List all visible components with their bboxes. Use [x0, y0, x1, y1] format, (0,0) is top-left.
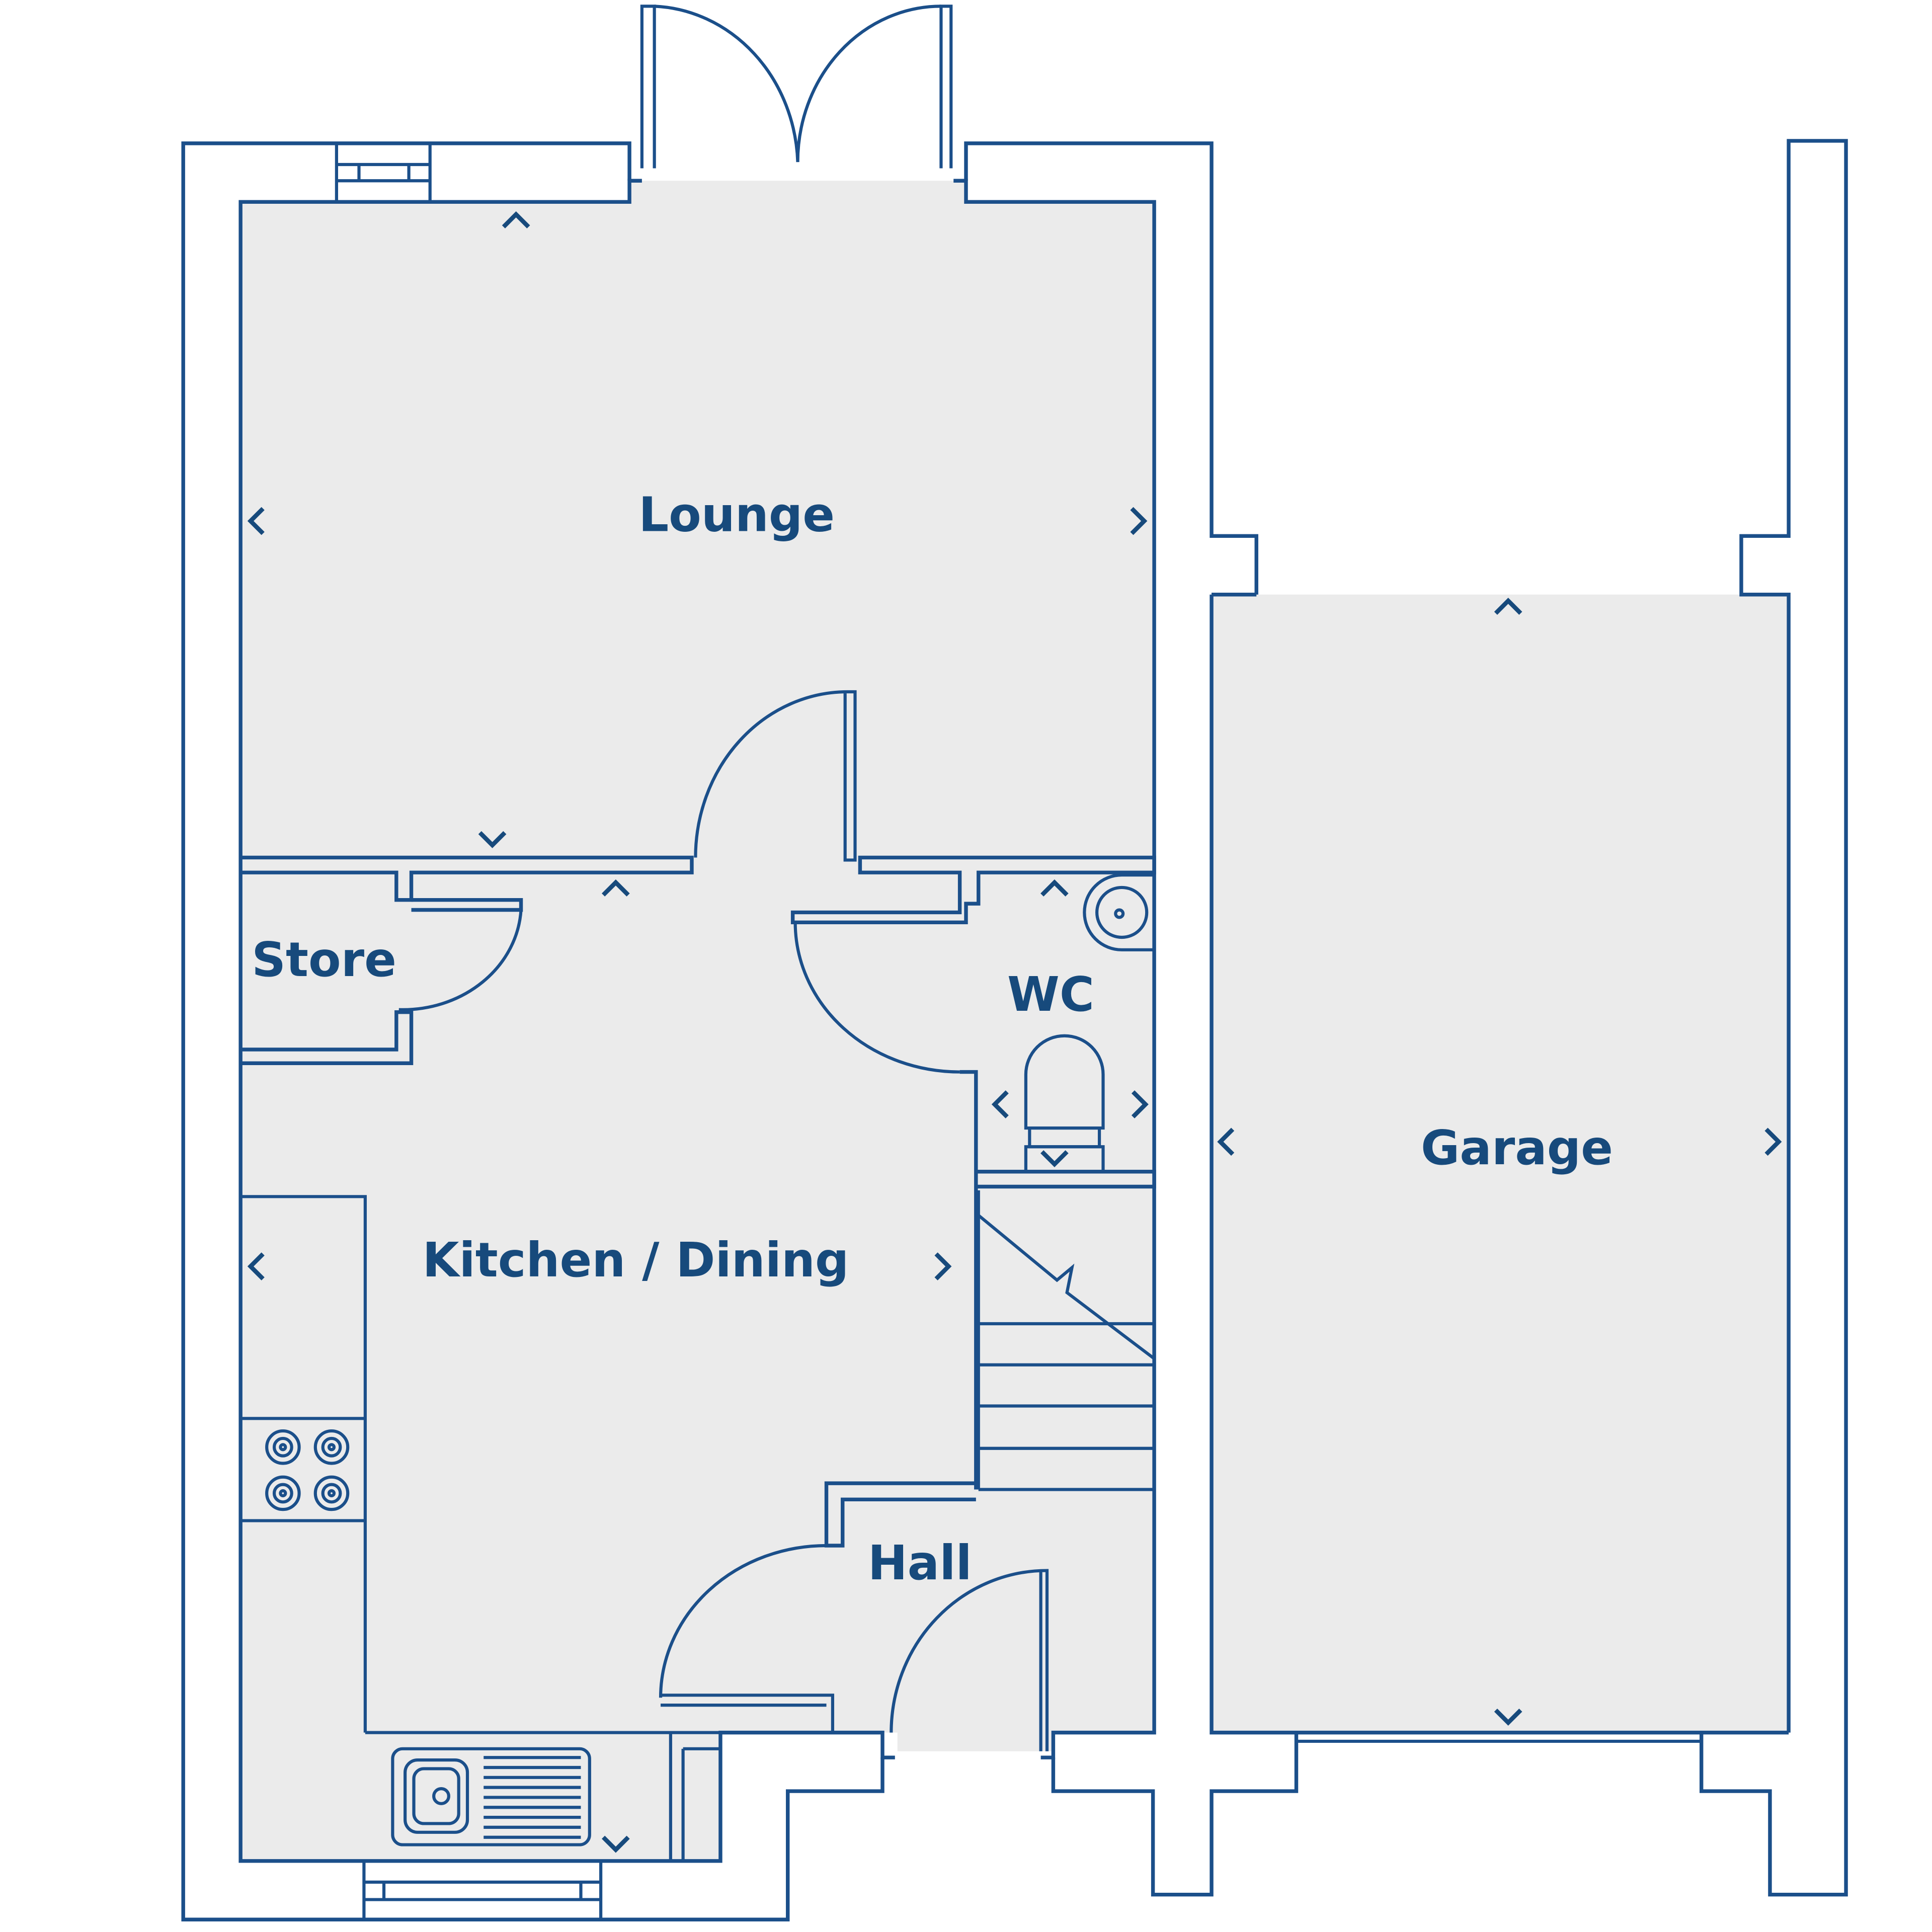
lounge-door: [694, 690, 857, 862]
room-label-garage: Garage: [1421, 1121, 1613, 1176]
room-label-lounge: Lounge: [638, 488, 835, 542]
window-kitchen: [362, 1859, 603, 1921]
basin-icon: [1083, 873, 1155, 951]
window-lounge: [335, 141, 432, 204]
wc-door-swing: [793, 922, 960, 1074]
lounge-kitchen-wall: [240, 855, 1156, 925]
staircase: [977, 1190, 1155, 1491]
house-floor: [240, 181, 1155, 1861]
sink-icon: [391, 1747, 591, 1846]
room-label-wc: WC: [1007, 968, 1094, 1022]
patio-doors: [640, 5, 953, 169]
dimension-arrows: [247, 211, 1782, 1853]
front-door: [890, 1569, 1049, 1751]
toilet-icon: [1024, 1034, 1105, 1173]
kitchen-counter: [240, 1195, 722, 1861]
room-label-store: Store: [252, 933, 396, 988]
room-label-hall: Hall: [868, 1536, 972, 1591]
room-label-kitchen-dining: Kitchen / Dining: [423, 1233, 849, 1288]
store-wall: [240, 898, 523, 1065]
garage-door: [1295, 1732, 1703, 1743]
hall-door: [659, 1544, 835, 1733]
garage-floor: [1212, 594, 1789, 1733]
store-door-swing: [398, 910, 523, 1011]
hob-icon: [265, 1429, 350, 1511]
